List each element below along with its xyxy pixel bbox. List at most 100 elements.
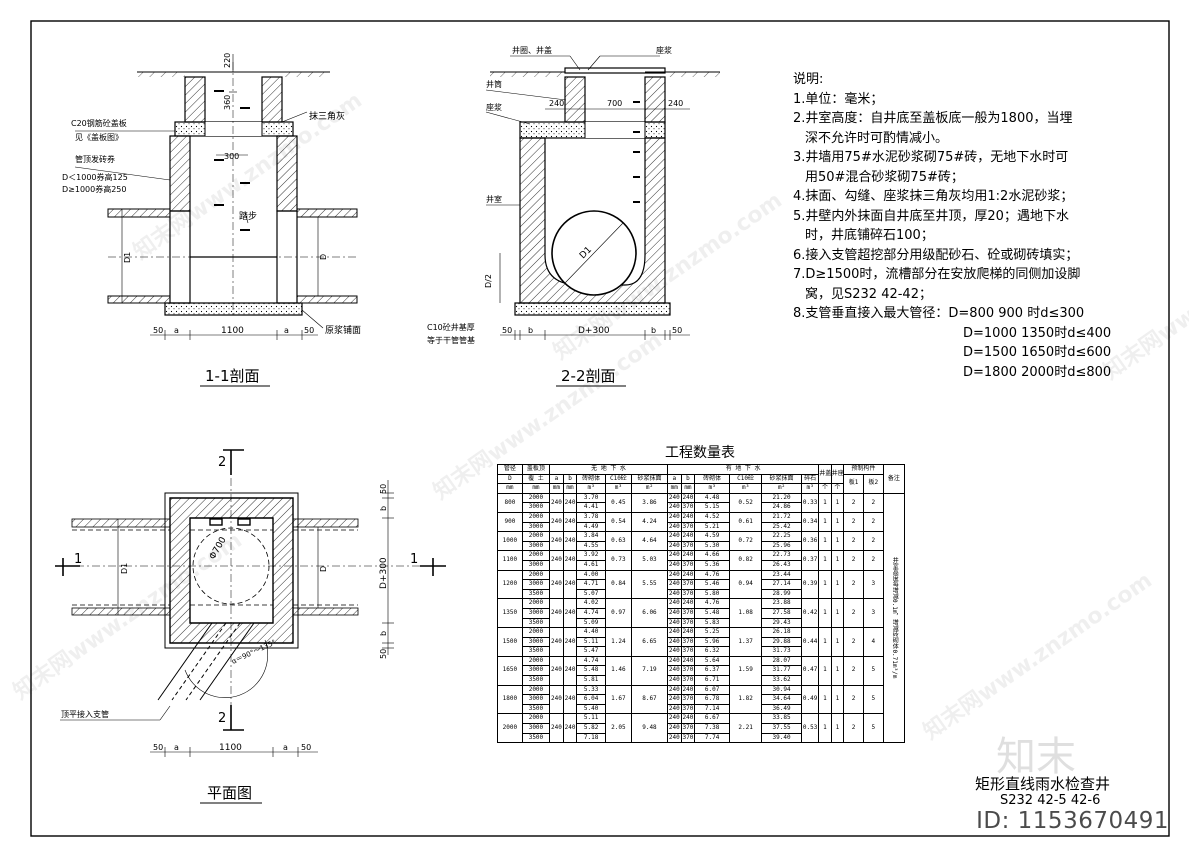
cell-c10b: 0.82 [728,550,763,571]
cell-cover: 1 [818,598,832,629]
note-2: 2.井室高度：自井底至盖板底一般为1800，当埋 [793,111,1073,126]
cell-frame: 1 [830,569,845,600]
cell-brick: 4.71 [576,579,606,590]
label-triangle-plaster: 抹三角灰 [309,110,345,122]
cell-gravel: 0.42 [800,598,820,629]
cell-b2: 240 [680,655,696,667]
label-cover-slab: C20钢筋砼盖板 [71,118,127,128]
cell-c10b: 1.08 [728,598,763,629]
cell-b2: 370 [680,646,696,657]
cell-brick: 4.49 [576,521,606,533]
cell-b: 240 [562,511,578,533]
dim-50-l: 50 [502,326,512,335]
cell-cover: 1 [818,531,832,552]
note-5: 5.井壁内外抹面自井底至井顶，厚20；遇地下水 [793,208,1069,224]
th-cover-count: 井盖 [818,463,832,485]
th-gravel: 碎石 [800,473,820,485]
plan-dim-50-left: 50 [153,743,163,752]
cell-pipe-d: 1100 [497,550,523,571]
note-7: 7.D≥1500时，流槽部分在安放爬梯的同侧加设脚 [793,267,1081,282]
cell-brick2: 6.67 [694,713,730,725]
cell-brick2: 4.76 [694,569,730,581]
dim-220: 220 [223,53,232,68]
cell-cover: 1 [818,627,832,657]
cell-brick2: 5.15 [694,502,730,513]
cell-brick2: 5.96 [694,636,730,648]
th-brick: 砖砌体 [576,473,606,485]
th-precast: 预制构件 [843,464,884,475]
cell-a2: 240 [666,627,682,638]
cell-cover: 1 [818,550,832,571]
cell-mortar: 6.06 [630,598,668,629]
cell-brick2: 7.14 [694,703,730,715]
label-cover-slab-ref: 见《盖板图》 [75,132,123,142]
cell-cover: 1 [818,511,832,533]
cell-mortar2: 31.73 [761,646,802,657]
cell-frame: 1 [830,531,845,552]
cell-c10: 0.54 [604,511,632,533]
cell-frame: 1 [830,550,845,571]
cell-b2: 370 [680,723,696,734]
drawing-code: S232 42-5 42-6 [1000,793,1101,808]
cell-slab2: 2 [862,550,884,571]
cell-pipe-d: 1500 [497,627,523,657]
cell-b2: 370 [680,665,696,677]
cell-depth: 3000 [521,521,551,533]
cell-a2: 240 [666,598,682,609]
table-title: 工程数量表 [665,445,735,461]
section-1-1-title: 1-1剖面 [205,367,260,385]
note-8d: D=1800 2000时d≤800 [963,364,1112,380]
label-well-neck: 井筒 [486,79,502,89]
cell-brick: 3.92 [576,550,606,561]
cell-c10: 0.97 [604,598,632,629]
dim-50-left: 50 [153,326,163,335]
cell-a2: 240 [666,502,682,513]
cell-a2: 240 [666,646,682,657]
cell-a: 240 [549,627,564,657]
note-8c: D=1500 1650时d≤600 [963,345,1112,360]
cell-brick2: 7.38 [694,723,730,734]
th-c10-2: C10砼 [728,473,763,485]
cell-mortar: 3.86 [630,492,668,513]
cell-b2: 370 [680,588,696,600]
cell-b2: 240 [680,511,696,523]
cell-a2: 240 [666,569,682,581]
drawing-title: 矩形直线雨水检查井 [975,775,1111,793]
cell-a2: 240 [666,684,682,696]
cell-depth: 3500 [521,675,551,686]
cell-mortar2: 27.14 [761,579,802,590]
cell-b2: 370 [680,579,696,590]
cell-depth: 3000 [521,607,551,619]
label-arch-small: D＜1000券高125 [62,172,128,182]
cell-depth: 3000 [521,579,551,590]
section-1-1: C20钢筋砼盖板 见《盖板图》 管顶发砖券 D＜1000券高125 D≥1000… [62,53,361,387]
notes-block: 说明: 1.单位：毫米； 2.井室高度：自井底至盖板底一般为1800，当埋 深不… [793,70,1133,382]
cell-cover: 1 [818,569,832,600]
cell-b2: 240 [680,531,696,542]
dim-d300: D+300 [578,326,610,336]
label-seat-mortar: 座浆 [656,45,672,55]
cell-depth: 3000 [521,502,551,513]
cell-b: 240 [562,598,578,629]
label-original-soil: 原浆铺面 [325,324,361,336]
cell-mortar: 8.67 [630,684,668,715]
cell-mortar2: 22.73 [761,550,802,561]
th-cover: 盖板顶 [521,464,551,475]
cell-mortar2: 22.25 [761,531,802,542]
cell-b: 240 [562,550,578,571]
cell-depth: 3000 [521,694,551,705]
cell-a2: 240 [666,723,682,734]
cell-slab2: 5 [862,684,884,715]
cell-brick2: 4.59 [694,531,730,542]
cell-brick2: 7.74 [694,732,730,744]
cell-depth: 3500 [521,646,551,657]
cell-mortar: 7.19 [630,655,668,686]
cell-cover: 1 [818,492,832,513]
watermark-1: 知末网www.znzmo.com [129,87,367,265]
cell-depth: 3500 [521,732,551,744]
cell-gravel: 0.36 [800,531,820,552]
